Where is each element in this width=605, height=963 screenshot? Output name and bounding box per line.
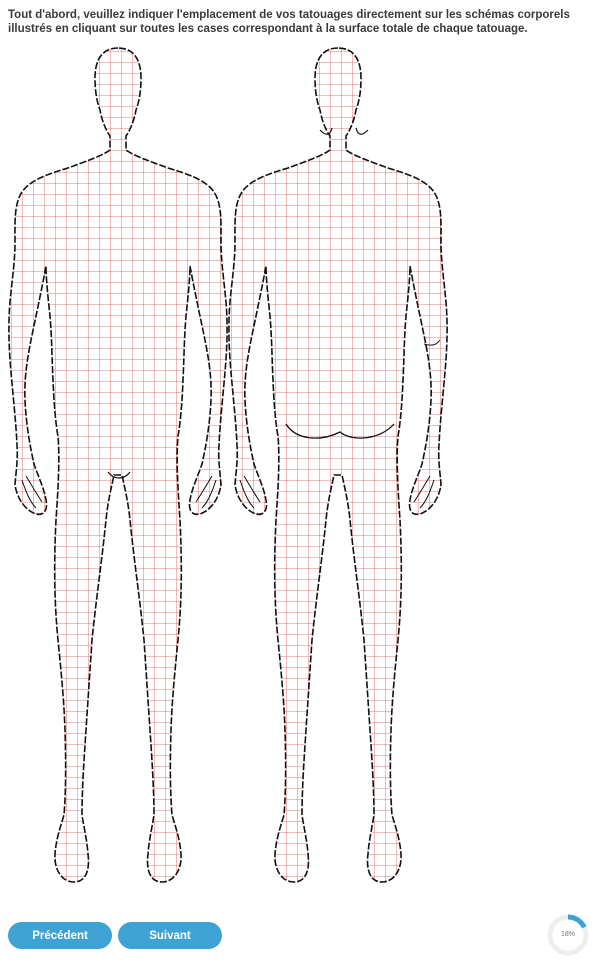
back-body-figure[interactable] <box>220 40 480 900</box>
progress-ring <box>547 914 589 956</box>
instructions-text: Tout d'abord, veuillez indiquer l'emplac… <box>8 9 570 35</box>
front-left-hand-detail <box>21 475 43 509</box>
back-neck-detail <box>319 127 369 135</box>
back-elbow-detail <box>423 339 441 346</box>
front-grid[interactable] <box>0 40 250 900</box>
progress-label: 18% <box>560 931 575 938</box>
back-left-hand-detail <box>239 475 261 509</box>
progress-indicator: 18% <box>545 912 591 958</box>
next-button[interactable]: Suivant <box>118 922 222 949</box>
body-diagram <box>0 40 605 900</box>
front-body-figure[interactable] <box>0 40 250 900</box>
front-groin-detail <box>107 471 131 479</box>
progress-arc <box>547 914 589 956</box>
back-right-hand-detail <box>413 475 435 509</box>
body-diagram-svg <box>0 40 480 900</box>
front-right-hand-detail <box>195 475 217 509</box>
back-buttocks-detail <box>285 423 395 439</box>
back-grid[interactable] <box>220 40 480 900</box>
previous-button[interactable]: Précédent <box>8 922 112 949</box>
